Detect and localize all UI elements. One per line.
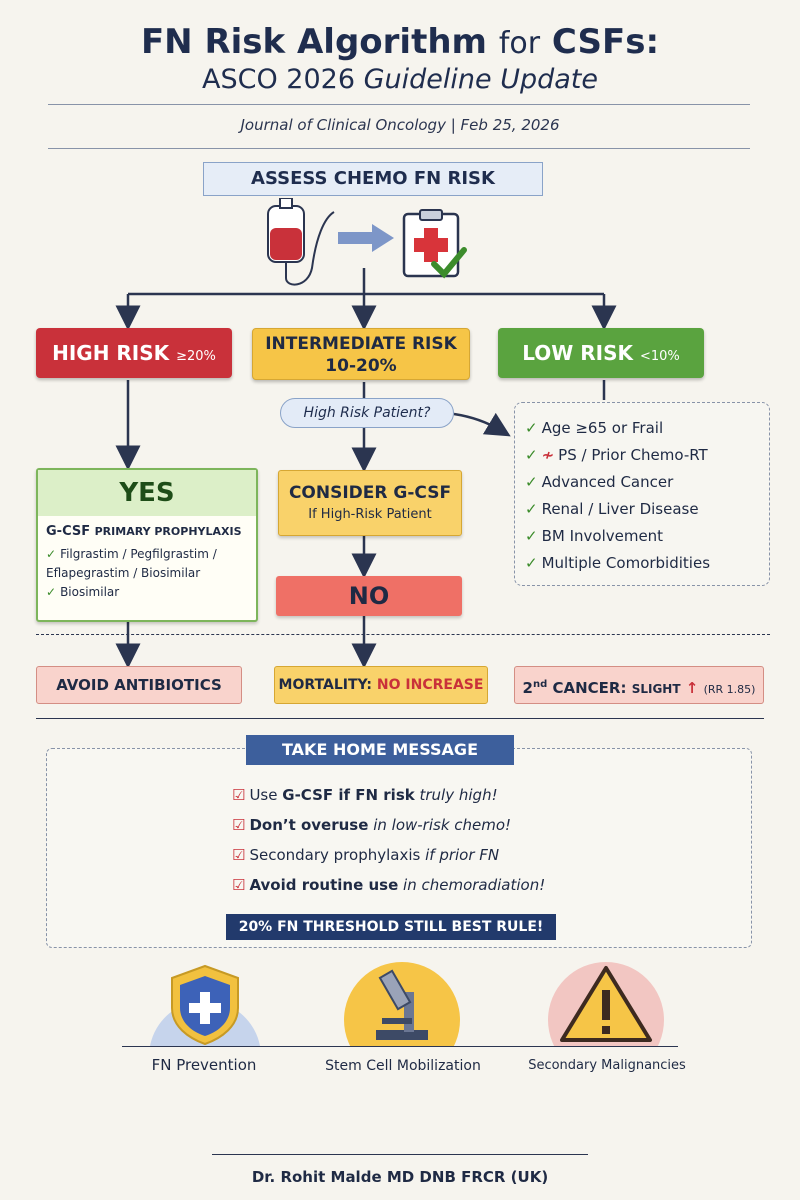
assess-risk-box: ASSESS CHEMO FN RISK <box>203 162 543 196</box>
list-item: ✓Biosimilar <box>46 585 120 599</box>
shield-icon <box>150 964 260 1046</box>
take-home-title: TAKE HOME MESSAGE <box>246 735 514 765</box>
icon-divider <box>122 1046 678 1047</box>
yes-subheading: G-CSF PRIMARY PROPHYLAXIS <box>46 524 242 539</box>
secondary-malignancies-label: Secondary Malignancies <box>528 1058 686 1073</box>
take-home-item: ☑Secondary prophylaxis if prior FN <box>232 846 500 864</box>
page-subtitle: ASCO 2026 Guideline Update <box>202 64 598 95</box>
footer-divider <box>212 1154 588 1155</box>
iv-bag-icon <box>267 198 335 286</box>
take-home-list: ☑Use G-CSF if FN risk truly high! ☑Don’t… <box>232 780 545 900</box>
criteria-item: ✓BM Involvement <box>525 527 664 545</box>
warning-icon <box>548 962 664 1046</box>
flowchart-connectors <box>115 268 617 669</box>
avoid-antibiotics-box: AVOID ANTIBIOTICS <box>36 666 242 704</box>
section-divider <box>36 634 770 635</box>
fn-prevention-label: FN Prevention <box>151 1056 257 1074</box>
header-divider-bottom <box>48 148 750 149</box>
criteria-item: ✓Multiple Comorbidities <box>525 554 711 572</box>
mortality-box: MORTALITY: NO INCREASE <box>274 666 488 704</box>
take-home-item: ☑Use G-CSF if FN risk truly high! <box>232 786 498 804</box>
author-credit: Dr. Rohit Malde MD DNB FRCR (UK) <box>251 1168 549 1186</box>
high-risk-criteria-box: ✓Age ≥65 or Frail ✓≁PS / Prior Chemo-RT … <box>514 402 770 586</box>
no-box: NO <box>276 576 462 616</box>
criteria-item: ✓Renal / Liver Disease <box>525 500 699 518</box>
up-arrow-icon: ↑ <box>685 679 699 697</box>
intermediate-risk-box: INTERMEDIATE RISK 10-20% <box>252 328 470 380</box>
header-divider <box>48 104 750 105</box>
criteria-item: ✓≁PS / Prior Chemo-RT <box>525 446 708 464</box>
journal-citation: Journal of Clinical Oncology | Feb 25, 2… <box>240 116 560 134</box>
consider-gcsf-box: CONSIDER G-CSF If High-Risk Patient <box>278 470 462 536</box>
high-risk-box: HIGH RISK ≥20% <box>36 328 232 378</box>
yes-heading: YES <box>38 470 256 516</box>
take-home-item: ☑Avoid routine use in chemoradiation! <box>232 876 546 894</box>
criteria-item: ✓Advanced Cancer <box>525 473 674 491</box>
list-item: ✓Filgrastim / Pegfilgrastim / Eflapegras… <box>46 547 217 580</box>
yes-prophylaxis-box: YES G-CSF PRIMARY PROPHYLAXIS ✓Filgrasti… <box>36 468 258 622</box>
microscope-icon <box>344 962 460 1046</box>
section-divider-2 <box>36 718 764 719</box>
clipboard-check-icon <box>402 209 467 279</box>
process-arrow-icon <box>338 224 394 252</box>
criteria-item: ✓Age ≥65 or Frail <box>525 419 664 437</box>
low-risk-box: LOW RISK <10% <box>498 328 704 378</box>
second-cancer-box: 2nd CANCER: SLIGHT ↑ (RR 1.85) <box>514 666 764 704</box>
high-risk-patient-question: High Risk Patient? <box>280 398 454 428</box>
threshold-banner: 20% FN THRESHOLD STILL BEST RULE! <box>226 914 556 940</box>
take-home-item: ☑Don’t overuse in low-risk chemo! <box>232 816 512 834</box>
page-title: FN Risk Algorithm for CSFs: <box>140 22 660 62</box>
stem-cell-label: Stem Cell Mobilization <box>325 1058 481 1074</box>
